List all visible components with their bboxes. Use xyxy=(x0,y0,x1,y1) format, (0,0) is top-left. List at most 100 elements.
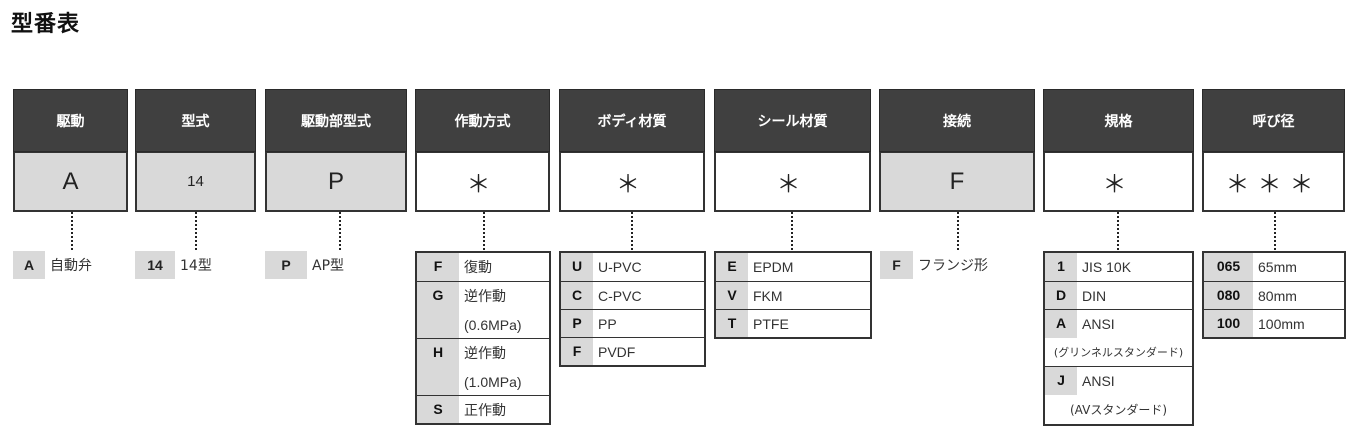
option-desc: 65mm xyxy=(1258,259,1297,275)
option-desc: フランジ形 xyxy=(918,258,988,274)
column-standard: 規格 ＊ xyxy=(1043,89,1194,212)
column-connection: 接続 F xyxy=(879,89,1035,212)
option-row: J ANSI (AVスタンダード) xyxy=(1045,366,1192,424)
option-desc-line2: (1.0MPa) xyxy=(464,374,522,390)
option-desc: FKM xyxy=(753,288,783,304)
option-code: G xyxy=(417,282,459,338)
option-desc: U-PVC xyxy=(598,259,642,275)
option-code: F xyxy=(417,253,459,281)
option-code: 1 xyxy=(1045,253,1077,281)
option-code: U xyxy=(561,253,593,281)
option-desc: 正作動 xyxy=(464,402,506,418)
column-header: シール材質 xyxy=(714,89,871,152)
column-drive: 駆動 A xyxy=(13,89,128,212)
option-code: C xyxy=(561,282,593,309)
option-code: D xyxy=(1045,282,1077,309)
column-value: ＊ xyxy=(559,152,705,212)
option-row: 1 JIS 10K xyxy=(1045,253,1192,281)
page-title: 型番表 xyxy=(11,12,81,37)
option-code: S xyxy=(417,396,459,423)
option-code: F xyxy=(880,251,913,279)
option-code: 14 xyxy=(135,251,175,279)
connector-line xyxy=(195,212,197,250)
column-value: ＊ xyxy=(1043,152,1194,212)
column-header: 駆動 xyxy=(13,89,128,152)
option-list-body-material: U U-PVC C C-PVC P PP F PVDF xyxy=(559,251,706,367)
column-header: 接続 xyxy=(879,89,1035,152)
column-header: 駆動部型式 xyxy=(265,89,407,152)
option-desc: PP xyxy=(598,316,617,332)
option-desc: 14型 xyxy=(180,258,212,274)
option-desc: ANSI xyxy=(1082,373,1115,389)
option-row: T PTFE xyxy=(716,309,870,337)
option-desc: C-PVC xyxy=(598,288,642,304)
option-desc: AP型 xyxy=(312,258,345,274)
column-value: ＊ xyxy=(415,152,550,212)
option-desc: DIN xyxy=(1082,288,1107,304)
option-row: E EPDM xyxy=(716,253,870,281)
column-actuator-model: 駆動部型式 P xyxy=(265,89,407,212)
option-row: S 正作動 xyxy=(417,395,549,423)
option-row: H 逆作動 (1.0MPa) xyxy=(417,338,549,395)
option-row: P PP xyxy=(561,309,704,337)
option-desc: PTFE xyxy=(753,316,789,332)
column-header: 呼び径 xyxy=(1202,89,1345,152)
option-code: E xyxy=(716,253,748,281)
option-row: F 復動 xyxy=(417,253,549,281)
connector-line xyxy=(957,212,959,250)
option-row: D DIN xyxy=(1045,281,1192,309)
connector-line xyxy=(631,212,633,250)
option-list-standard: 1 JIS 10K D DIN A ANSI (グリンネルスタンダード) J A… xyxy=(1043,251,1194,426)
option-code: H xyxy=(417,339,459,395)
option-desc: 逆作動 (1.0MPa) xyxy=(459,339,522,395)
option-desc-line2: (0.6MPa) xyxy=(464,317,522,333)
column-value: F xyxy=(879,152,1035,212)
connector-line xyxy=(791,212,793,250)
column-header: 作動方式 xyxy=(415,89,550,152)
option-row: G 逆作動 (0.6MPa) xyxy=(417,281,549,338)
option-code: F xyxy=(561,338,593,365)
connector-line xyxy=(1117,212,1119,250)
option-code: T xyxy=(716,310,748,337)
column-value: 14 xyxy=(135,152,256,212)
option-subtext: (グリンネルスタンダード) xyxy=(1053,346,1184,359)
option-row: C C-PVC xyxy=(561,281,704,309)
option-list-operation: F 復動 G 逆作動 (0.6MPa) H 逆作動 (1.0MPa) S 正作動 xyxy=(415,251,551,425)
column-value: ＊＊＊ xyxy=(1202,152,1345,212)
column-seal-material: シール材質 ＊ xyxy=(714,89,871,212)
option-actuator-model: P AP型 xyxy=(265,251,344,279)
option-desc: 復動 xyxy=(464,259,492,275)
option-desc: 逆作動 (0.6MPa) xyxy=(459,282,522,338)
option-row: V FKM xyxy=(716,281,870,309)
column-header: 型式 xyxy=(135,89,256,152)
option-drive: A 自動弁 xyxy=(13,251,92,279)
column-value: A xyxy=(13,152,128,212)
option-connection: F フランジ形 xyxy=(880,251,988,279)
option-model: 14 14型 xyxy=(135,251,212,279)
option-subtext: (AVスタンダード) xyxy=(1069,403,1167,417)
option-code: J xyxy=(1045,367,1077,395)
column-value: P xyxy=(265,152,407,212)
option-code: P xyxy=(265,251,307,279)
option-code: 065 xyxy=(1204,253,1253,281)
column-value: ＊ xyxy=(714,152,871,212)
column-body-material: ボディ材質 ＊ xyxy=(559,89,705,212)
option-desc-line1: 逆作動 xyxy=(464,345,506,361)
option-desc: 100mm xyxy=(1258,316,1305,332)
column-header: ボディ材質 xyxy=(559,89,705,152)
option-desc: PVDF xyxy=(598,344,636,360)
option-row: 065 65mm xyxy=(1204,253,1344,281)
option-row: F PVDF xyxy=(561,337,704,365)
option-list-nominal-size: 065 65mm 080 80mm 100 100mm xyxy=(1202,251,1346,339)
option-code: A xyxy=(13,251,45,279)
option-code: V xyxy=(716,282,748,309)
connector-line xyxy=(483,212,485,250)
connector-line xyxy=(339,212,341,250)
option-code: 100 xyxy=(1204,310,1253,337)
option-row: 080 80mm xyxy=(1204,281,1344,309)
option-desc: ANSI xyxy=(1082,316,1115,332)
option-list-seal-material: E EPDM V FKM T PTFE xyxy=(714,251,872,339)
option-code: A xyxy=(1045,310,1077,338)
column-operation: 作動方式 ＊ xyxy=(415,89,550,212)
option-row: A ANSI (グリンネルスタンダード) xyxy=(1045,309,1192,366)
